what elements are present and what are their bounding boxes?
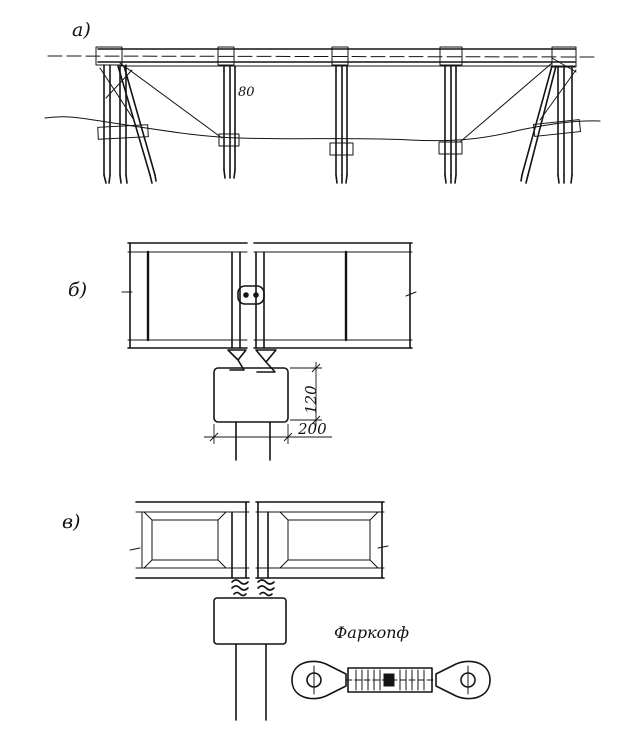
pile-cap — [213, 597, 287, 645]
pile-post — [329, 65, 354, 184]
pile-post: 80 — [218, 65, 255, 179]
left-slab — [121, 242, 248, 349]
rail-joint — [331, 46, 349, 66]
support-wedge — [255, 349, 277, 373]
rail-joint — [95, 46, 123, 66]
left-box-slab — [129, 501, 250, 579]
right-slab — [253, 242, 417, 349]
bolt — [243, 292, 249, 298]
rail-joint — [439, 46, 463, 66]
dim-width: 200 — [297, 420, 327, 438]
connecting-plate — [237, 285, 265, 305]
spring-support — [257, 579, 275, 597]
dimension-lines — [204, 362, 332, 444]
dim-height: 120 — [302, 385, 320, 414]
turnbuckle-title: Фаркопф — [334, 623, 409, 642]
pile-post — [438, 65, 463, 184]
top-rail — [47, 48, 596, 67]
tie-wire — [119, 62, 223, 139]
panel-c-label: в) — [62, 511, 80, 533]
turnbuckle-detail — [291, 660, 491, 700]
bolt — [253, 292, 259, 298]
spring-support — [231, 579, 249, 597]
ground-line — [44, 116, 601, 142]
post-note: 80 — [238, 85, 255, 100]
panel-a: а) — [44, 19, 601, 184]
panel-a-label: а) — [72, 19, 91, 41]
right-trestle — [520, 57, 582, 184]
tie-wire — [459, 62, 553, 143]
panel-c: в) — [62, 501, 491, 721]
right-box-slab — [255, 501, 389, 579]
left-trestle — [97, 64, 157, 184]
rail-joint — [217, 46, 235, 66]
panel-b-label: б) — [68, 279, 87, 301]
pile-cap — [213, 367, 289, 423]
support-wedge — [227, 349, 247, 371]
panel-b: б) — [68, 242, 417, 461]
